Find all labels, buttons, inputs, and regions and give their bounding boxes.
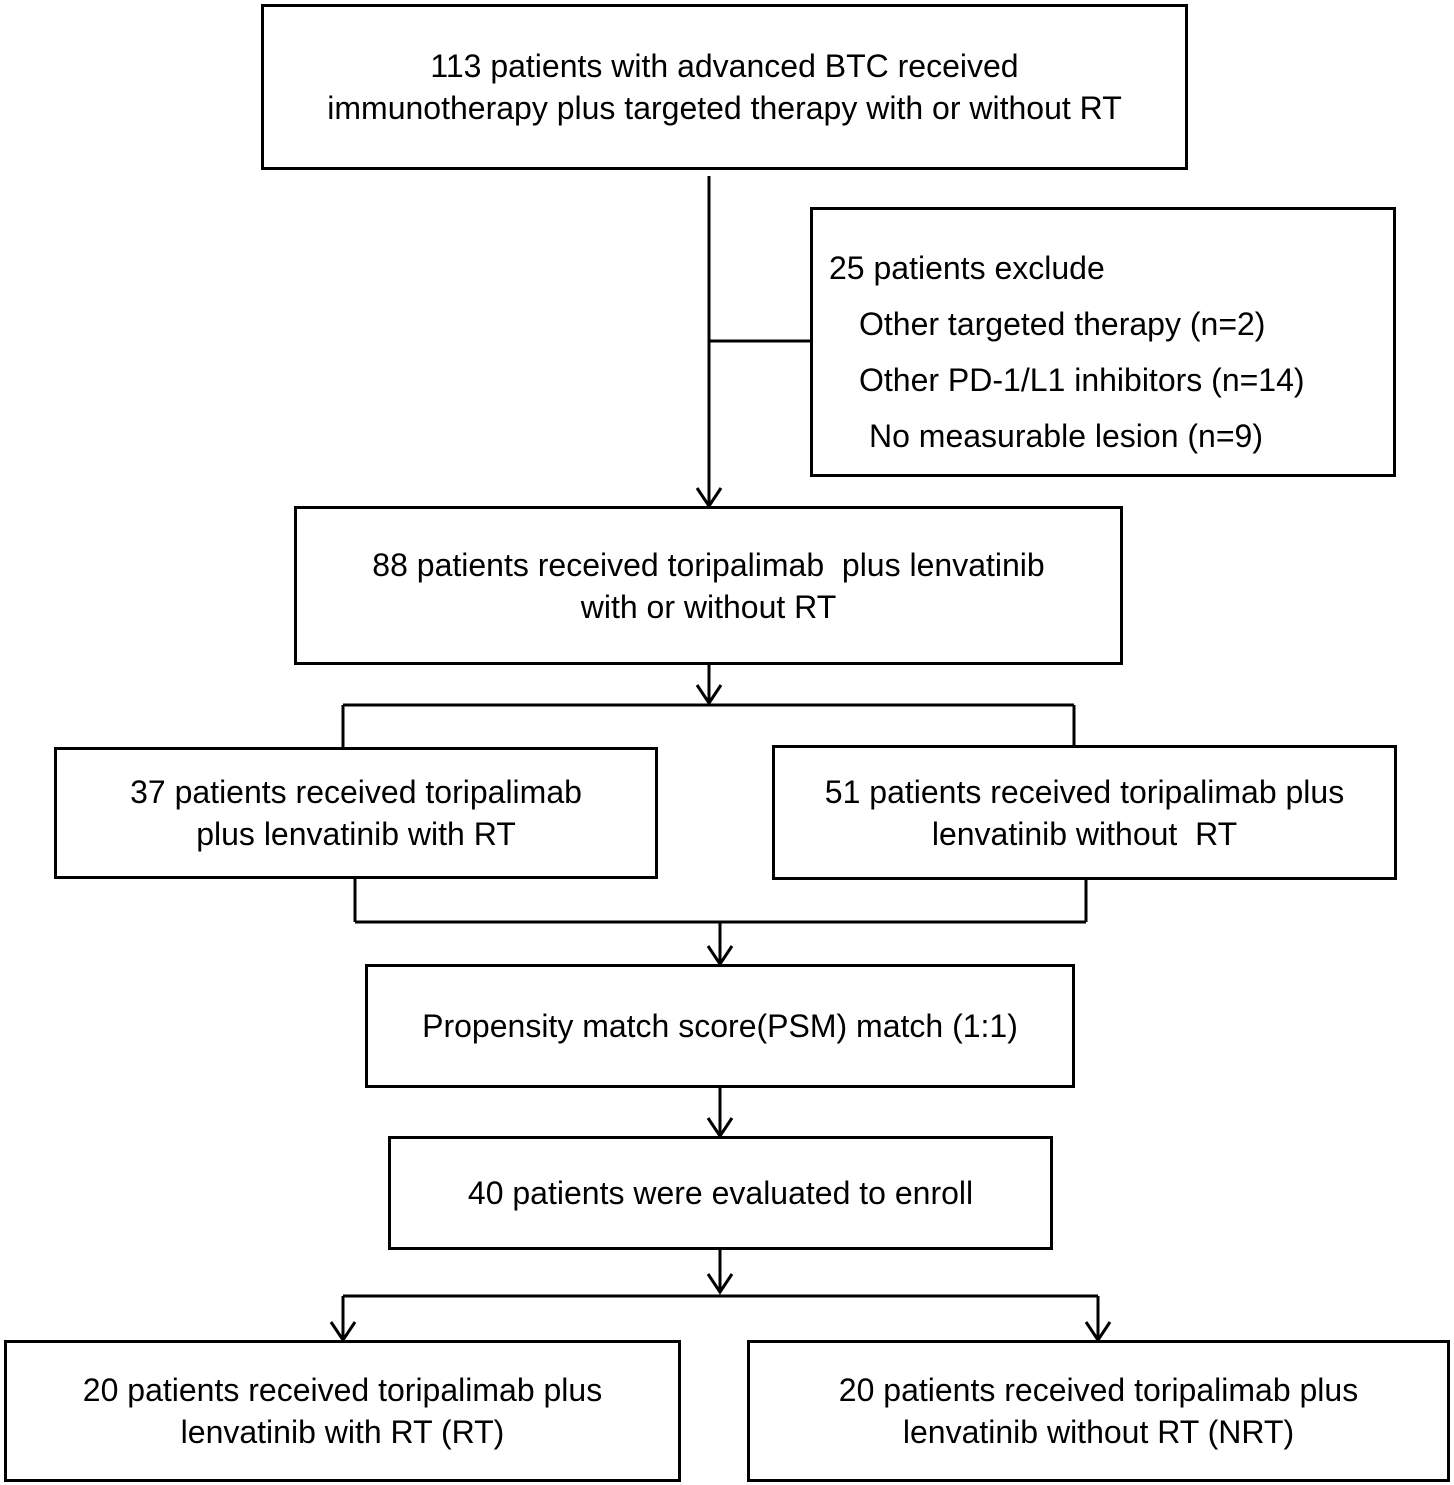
psm-box: Propensity match score(PSM) match (1:1) [365,964,1075,1088]
evaluated-line-1: 40 patients were evaluated to enroll [467,1175,974,1211]
final-nrt-line-1: 20 patients received toripalimab plus [838,1372,1359,1408]
eligible-line-1: 88 patients received toripalimab plus le… [372,546,1045,583]
evaluated-box: 40 patients were evaluated to enroll [388,1136,1053,1250]
exclusion-box: 25 patients exclude Other targeted thera… [810,207,1396,477]
final-rt-line-1: 20 patients received toripalimab plus [82,1372,603,1408]
arrowhead-final-split [706,1273,734,1295]
final-rt-box: 20 patients received toripalimab plus le… [4,1340,681,1482]
exclusion-header: 25 patients exclude [829,250,1105,286]
group-rt-line-1: 37 patients received toripalimab [130,774,582,810]
exclusion-item: Other PD-1/L1 inhibitors (n=14) [859,362,1305,398]
exclusion-item: No measurable lesion (n=9) [869,418,1263,454]
psm-line-1: Propensity match score(PSM) match (1:1) [422,1008,1018,1044]
group-nrt-line-1: 51 patients received toripalimab plus [824,773,1345,810]
group-nrt-line-2: lenvatinib without RT [931,815,1238,852]
group-rt-line-2: plus lenvatinib with RT [196,816,516,852]
initial-population-box: 113 patients with advanced BTC received … [261,4,1188,170]
group-rt-box: 37 patients received toripalimab plus le… [54,747,658,879]
initial-line-1: 113 patients with advanced BTC received [430,48,1019,84]
group-nrt-box: 51 patients received toripalimab plus le… [772,745,1397,880]
final-nrt-line-2: lenvatinib without RT (NRT) [902,1414,1295,1450]
eligible-population-box: 88 patients received toripalimab plus le… [294,506,1123,665]
arrowhead-split [695,684,723,706]
final-nrt-box: 20 patients received toripalimab plus le… [747,1340,1450,1482]
eligible-line-2: with or without RT [580,588,837,625]
initial-line-2: immunotherapy plus targeted therapy with… [327,90,1122,126]
exclusion-item: Other targeted therapy (n=2) [859,306,1266,342]
final-rt-line-2: lenvatinib with RT (RT) [180,1414,505,1450]
